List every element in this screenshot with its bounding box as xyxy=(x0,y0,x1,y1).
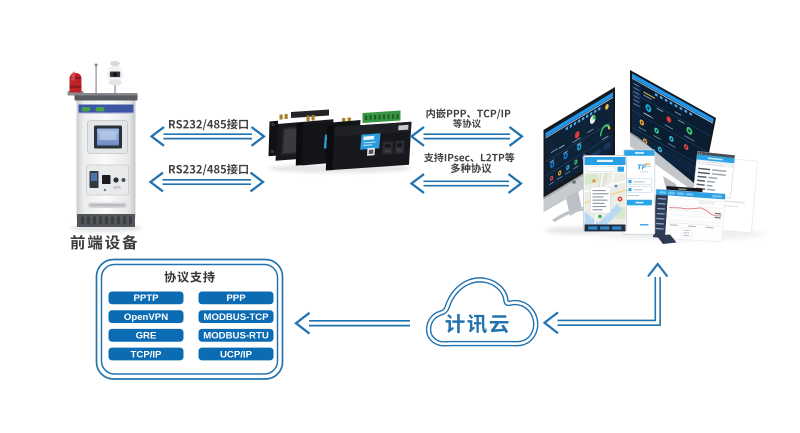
svg-text:UCP/IP: UCP/IP xyxy=(220,349,253,360)
svg-text:MODBUS-RTU: MODBUS-RTU xyxy=(203,331,269,342)
svg-text:MODBUS-TCP: MODBUS-TCP xyxy=(203,312,269,323)
svg-text:TCP/IP: TCP/IP xyxy=(131,349,163,360)
svg-text:TF: TF xyxy=(637,163,647,172)
svg-text:PPP: PPP xyxy=(226,293,246,304)
svg-text:PPTP: PPTP xyxy=(133,293,159,304)
svg-text:OpenVPN: OpenVPN xyxy=(124,312,168,323)
svg-text:GRE: GRE xyxy=(136,331,157,342)
